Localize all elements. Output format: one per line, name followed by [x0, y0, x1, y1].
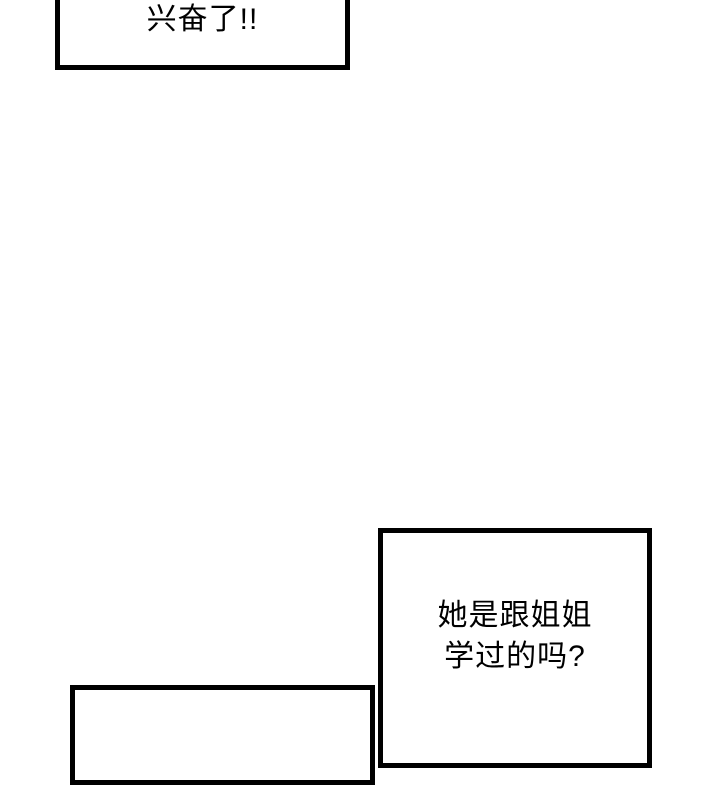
speech-bubble-text: 兴奋了!! — [146, 3, 259, 36]
comic-page: 兴奋了!! 她是跟姐姐 学过的吗? — [55, 0, 652, 785]
speech-bubble-bottom-left — [70, 685, 375, 785]
speech-bubble-line: 学过的吗? — [444, 640, 586, 673]
speech-bubble-line: 她是跟姐姐 — [437, 599, 593, 632]
speech-bubble-bottom-right: 她是跟姐姐 学过的吗? — [378, 528, 652, 768]
speech-bubble-text-block: 她是跟姐姐 学过的吗? — [383, 595, 647, 677]
speech-bubble-top-left: 兴奋了!! — [55, 0, 350, 70]
